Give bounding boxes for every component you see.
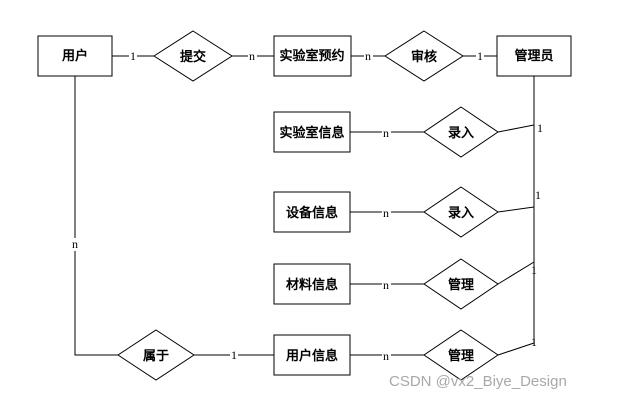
entity-user-info: 用户信息 (273, 334, 351, 376)
card-enter2-admin: 1 (535, 188, 541, 202)
card-manage-admin: 1 (531, 263, 537, 277)
relation-manage-material-label: 管理 (448, 277, 474, 293)
entity-material-info-label: 材料信息 (286, 277, 338, 293)
entity-admin-label: 管理员 (514, 48, 553, 64)
relation-enter-device-label: 录入 (448, 206, 474, 221)
entity-lab-booking-label: 实验室预约 (279, 48, 344, 64)
entity-material-info: 材料信息 (273, 263, 351, 305)
card-device-enter: n (383, 206, 389, 220)
relation-manage-user: 管理 (423, 329, 499, 381)
line-manage-admin (497, 261, 535, 285)
relation-enter-lab-label: 录入 (448, 126, 474, 141)
entity-device-info: 设备信息 (273, 191, 351, 233)
card-belong-userinfo: 1 (231, 348, 237, 362)
card-user-belong: n (72, 237, 78, 251)
card-userinfo-manage: n (383, 349, 389, 363)
card-lab-enter: n (383, 126, 389, 140)
relation-enter-device: 录入 (423, 186, 499, 238)
relation-submit: 提交 (153, 30, 233, 82)
card-enter-admin: 1 (537, 121, 543, 135)
line-enter2-admin (497, 206, 535, 213)
line-manage2-admin (497, 342, 535, 356)
relation-belong-label: 属于 (143, 349, 169, 364)
entity-lab-info: 实验室信息 (273, 111, 351, 153)
card-submit-booking: n (249, 49, 255, 63)
entity-user-info-label: 用户信息 (285, 348, 338, 364)
relation-manage-user-label: 管理 (448, 348, 474, 364)
card-booking-review: n (365, 49, 371, 63)
relation-manage-material: 管理 (423, 258, 499, 310)
connectors (74, 55, 535, 356)
entity-device-info-label: 设备信息 (286, 205, 338, 221)
relation-submit-label: 提交 (180, 49, 206, 65)
entity-lab-info-label: 实验室信息 (279, 125, 344, 141)
entity-admin: 管理员 (496, 35, 572, 77)
watermark: CSDN @vx2_Biye_Design (389, 373, 567, 390)
line-user-belong (74, 76, 118, 356)
entity-user-label: 用户 (61, 48, 88, 64)
relation-enter-lab: 录入 (423, 106, 499, 158)
cardinalities: 1 n n 1 n 1 n 1 n 1 n 1 n 1 (70, 49, 543, 363)
entity-lab-booking: 实验室预约 (273, 35, 352, 77)
card-review-admin: 1 (477, 49, 483, 63)
relation-belong: 属于 (117, 329, 195, 381)
card-manage2-admin: 1 (531, 335, 537, 349)
line-enter-admin (497, 124, 535, 133)
card-user-submit: 1 (130, 49, 136, 63)
relation-review: 审核 (384, 30, 464, 82)
relation-review-label: 审核 (411, 49, 437, 65)
entity-user: 用户 (37, 35, 113, 77)
card-material-manage: n (383, 278, 389, 292)
